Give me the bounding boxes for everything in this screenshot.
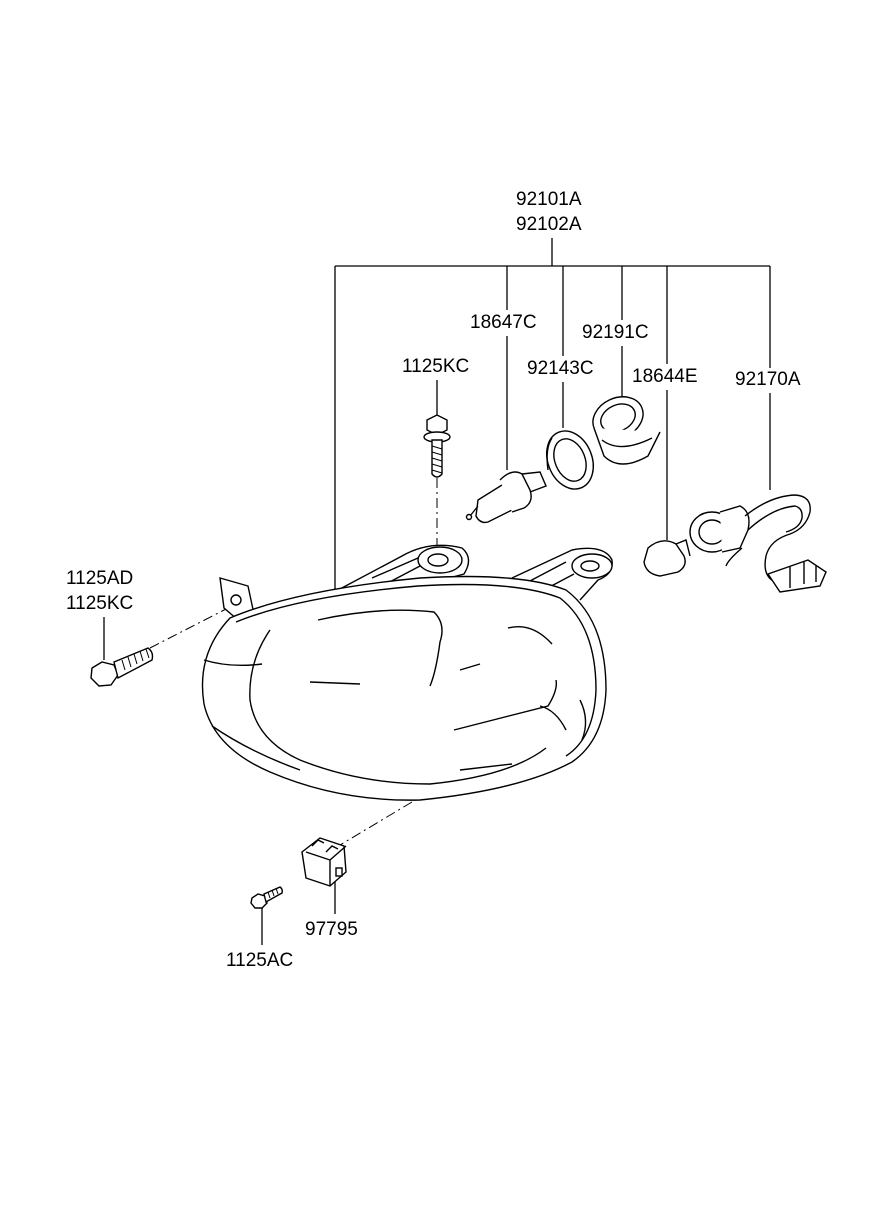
- label-1125kc-top: 1125KC: [402, 356, 469, 377]
- bulb-18647c: [465, 471, 547, 524]
- headlamp-housing: [201, 544, 613, 801]
- assembly-leader-bracket: [334, 238, 771, 590]
- wiring-92170a: [689, 494, 827, 593]
- screw-1125ac: [250, 886, 283, 909]
- label-1125ad: 1125AD: [66, 568, 133, 589]
- cap-92191c: [592, 396, 661, 465]
- label-92143c: 92143C: [527, 358, 594, 379]
- label-97795: 97795: [305, 919, 358, 940]
- label-1125ac: 1125AC: [226, 950, 293, 971]
- label-92191c: 92191C: [582, 322, 649, 343]
- label-18647c: 18647C: [470, 312, 537, 333]
- clip-alignment-line: [339, 801, 413, 846]
- part-leaders: [103, 336, 771, 945]
- bolt-1125ad: [90, 647, 154, 687]
- side-bulb-18644e: [643, 539, 691, 577]
- label-1125kc-left: 1125KC: [66, 593, 133, 614]
- screw-1125kc-top: [423, 414, 451, 478]
- packing-ring-92143c: [546, 430, 594, 490]
- bolt-alignment-line: [149, 607, 229, 649]
- label-92101a: 92101A: [516, 189, 582, 210]
- label-92102a: 92102A: [516, 214, 582, 235]
- mount-bracket: [219, 577, 255, 621]
- label-18644e: 18644E: [632, 366, 698, 387]
- clip-97795: [301, 837, 347, 887]
- label-92170a: 92170A: [735, 369, 801, 390]
